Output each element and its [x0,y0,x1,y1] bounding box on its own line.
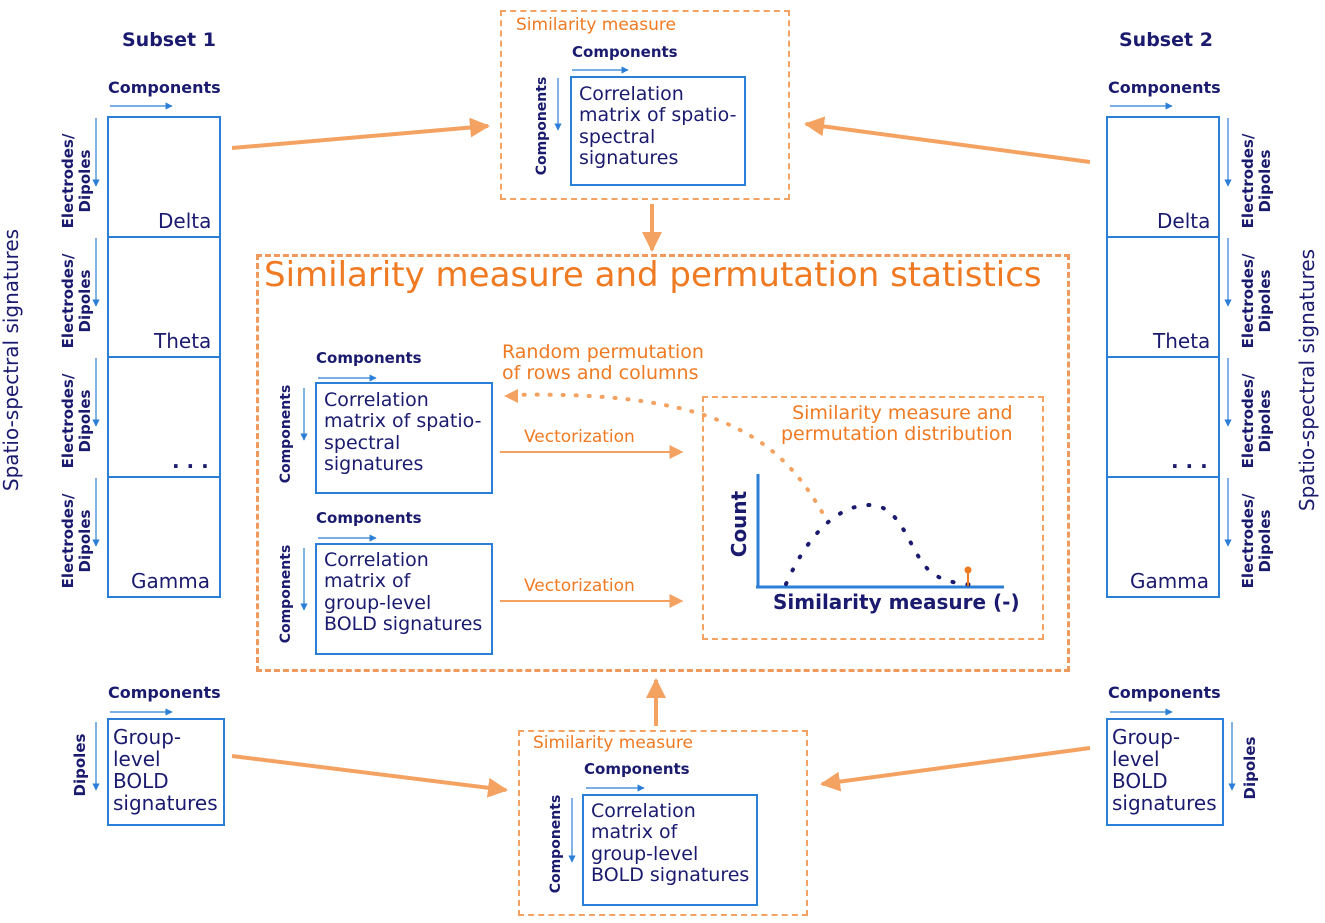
main-components-label-1: Components [316,349,422,367]
main-correlation-matrix-spatio [315,382,493,494]
top-correlation-matrix [570,76,746,186]
right-side-label: Spatio-spectral signatures [1295,248,1319,512]
subset1-band-delta: Delta [158,209,212,233]
subset2-matrix [1106,116,1220,598]
top-correlation-text: Correlation matrix of spatio- spectral s… [579,83,737,169]
bold2-dipoles-label: Dipoles [1241,736,1259,800]
random-permutation-label: Random permutation of rows and columns [502,341,704,385]
bold2-components-label: Components [1108,683,1221,702]
distribution-box [702,396,1044,640]
main-title: Similarity measure and permutation stati… [264,255,1042,295]
vectorization-label-1: Vectorization [524,427,635,447]
arrow-subset1-to-top [231,117,490,150]
subset2-band-ellipsis: . . . [1171,449,1208,473]
bottom-similarity-title: Similarity measure [533,733,693,753]
subset1-electrodes-label-2: Electrodes/ Dipoles [59,253,95,349]
bold2-text: Group- level BOLD signatures [1112,725,1217,815]
vectorization-label-2: Vectorization [524,576,635,596]
left-side-label: Spatio-spectral signatures [0,228,23,492]
distribution-title: Similarity measure and permutation distr… [781,402,1013,446]
main-components-vertical-2: Components [278,544,294,644]
main-components-vertical-1: Components [278,384,294,484]
bold1-components-label: Components [108,683,221,702]
top-components-label: Components [572,43,678,61]
subset1-matrix [107,116,221,598]
distribution-curve [784,502,984,587]
bottom-components-label: Components [584,760,690,778]
main-statistics-box [256,254,1070,672]
arrow-bold2-to-bottom [820,746,1091,792]
main-correlation-bold-text: Correlation matrix of group-level BOLD s… [324,549,483,635]
subset1-electrodes-label-1: Electrodes/ Dipoles [59,133,95,229]
main-components-label-2: Components [316,509,422,527]
subset2-components-label: Components [1108,78,1221,97]
subset2-title: Subset 2 [1119,29,1213,51]
subset2-electrodes-label-3: Electrodes/ Dipoles [1239,373,1275,469]
bottom-correlation-text: Correlation matrix of group-level BOLD s… [591,800,750,886]
bold1-dipoles-label: Dipoles [71,733,89,797]
bold1-matrix [107,718,225,826]
top-similarity-title: Similarity measure [516,15,676,35]
subset1-band-gamma: Gamma [131,569,210,593]
bottom-components-vertical-label: Components [548,794,564,894]
count-axis-label: Count [727,490,751,558]
subset1-components-label: Components [108,78,221,97]
subset1-electrodes-label-3: Electrodes/ Dipoles [59,373,95,469]
subset1-electrodes-label-4: Electrodes/ Dipoles [59,493,95,589]
arrow-bold1-to-bottom [231,754,508,798]
subset1-band-ellipsis: . . . [172,449,209,473]
observed-marker [964,566,972,574]
subset2-electrodes-label-2: Electrodes/ Dipoles [1239,253,1275,349]
similarity-axis-label: Similarity measure (-) [773,590,1020,614]
subset2-band-delta: Delta [1157,209,1211,233]
subset2-electrodes-label-4: Electrodes/ Dipoles [1239,493,1275,589]
subset2-electrodes-label-1: Electrodes/ Dipoles [1239,133,1275,229]
main-correlation-matrix-bold [315,543,493,655]
bottom-similarity-box [518,730,808,916]
main-correlation-spatio-text: Correlation matrix of spatio- spectral s… [324,389,482,475]
bottom-correlation-matrix [582,794,758,906]
subset2-band-theta: Theta [1153,329,1211,353]
top-components-vertical-label: Components [534,76,550,176]
permutation-curve [508,392,824,514]
bold2-matrix [1106,718,1224,826]
top-similarity-box [500,10,790,200]
bold1-text: Group- level BOLD signatures [113,725,218,815]
subset1-band-theta: Theta [154,329,212,353]
arrow-subset2-to-top [804,116,1091,164]
subset2-band-gamma: Gamma [1130,569,1209,593]
subset1-title: Subset 1 [122,29,216,51]
